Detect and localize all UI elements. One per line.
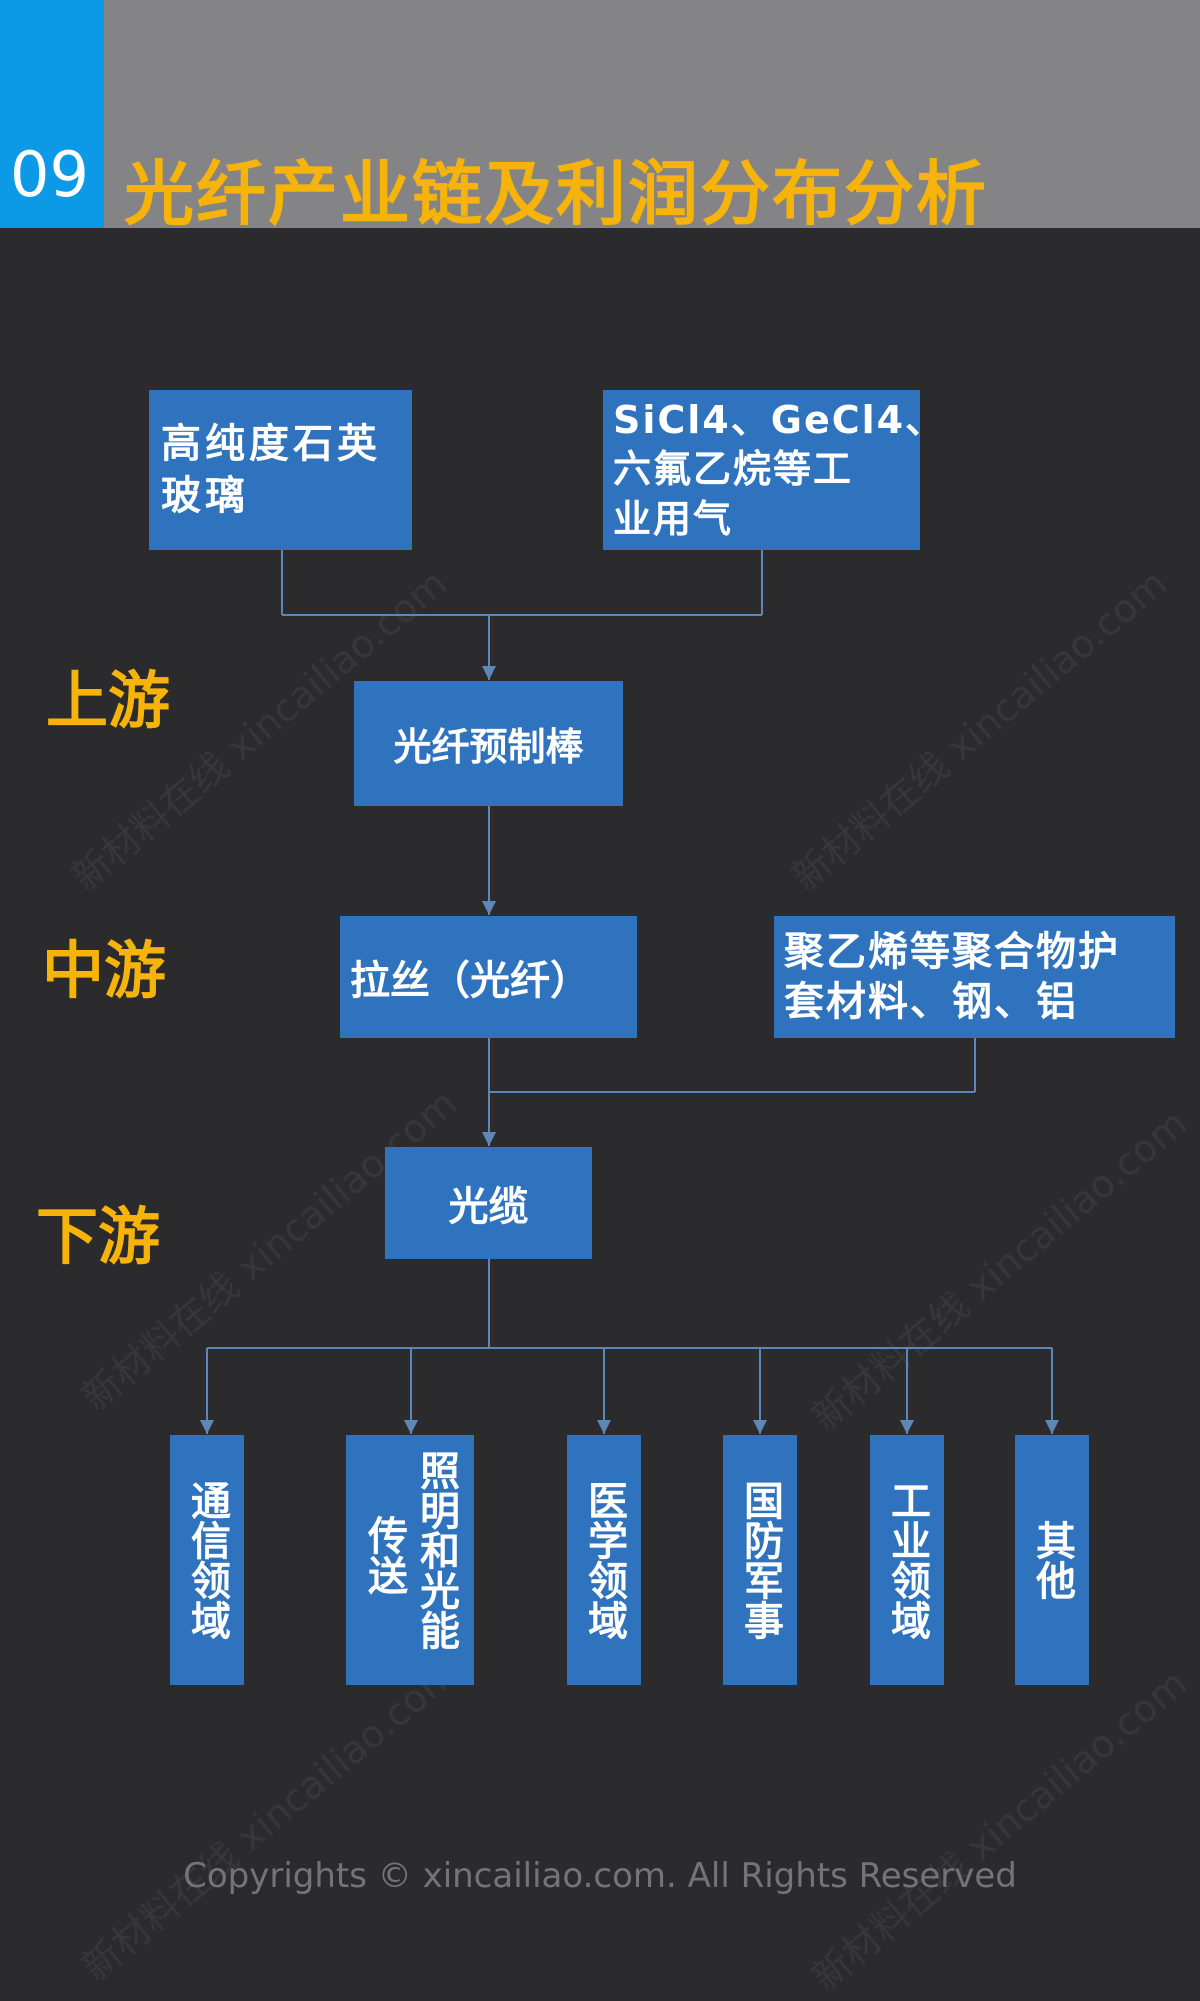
section-number: 09 [10,138,89,211]
app-medical: 医学领域 [567,1435,641,1685]
node-text-line: 六氟乙烷等工 [613,447,854,492]
app-label: 通信领域 [184,1480,230,1640]
node-quartz-glass: 高纯度石英 玻璃 [149,390,412,550]
node-text-line: SiCl4、GeCl4、 [613,397,946,442]
app-label: 医学领域 [581,1480,627,1640]
app-defense: 国防军事 [723,1435,797,1685]
stage-label-downstream: 下游 [36,1200,161,1273]
node-preform: 光纤预制棒 [354,681,623,806]
node-text-line: 聚乙烯等聚合物护 [784,929,1120,975]
node-cable: 光缆 [385,1147,592,1259]
copyright-footer: Copyrights © xincailiao.com. All Rights … [183,1856,1017,1896]
node-text-line: 高纯度石英 [161,421,381,467]
app-industrial: 工业领域 [870,1435,944,1685]
app-other: 其他 [1015,1435,1089,1685]
app-communications: 通信领域 [170,1435,244,1685]
node-industrial-gas: SiCl4、GeCl4、 六氟乙烷等工 业用气 [603,390,943,550]
header-band [0,0,1200,228]
app-label: 传送 [361,1515,407,1595]
node-preform-label: 光纤预制棒 [393,725,584,769]
node-industrial-gas-text: SiCl4、GeCl4、 六氟乙烷等工 业用气 [613,396,945,544]
app-label: 国防军事 [737,1480,783,1640]
app-label: 照明和光能 [413,1450,459,1650]
node-quartz-glass-text: 高纯度石英 玻璃 [161,418,381,522]
node-text-line: 套材料、钢、铝 [784,979,1078,1025]
section-number-block [0,0,104,228]
node-sheath-materials: 聚乙烯等聚合物护 套材料、钢、铝 [774,916,1175,1038]
stage-label-midstream: 中游 [42,934,167,1007]
app-lighting-energy: 照明和光能 传送 [346,1435,474,1685]
node-text-line: 业用气 [613,496,734,541]
node-text-line: 玻璃 [161,473,249,519]
app-label: 其他 [1029,1520,1075,1600]
node-drawing-label: 拉丝（光纤） [350,958,590,1004]
node-drawing: 拉丝（光纤） [340,916,637,1038]
flow-connectors [200,550,1059,1434]
page-title: 光纤产业链及利润分布分析 [124,153,988,235]
node-cable-label: 光缆 [448,1184,529,1230]
app-label: 工业领域 [884,1480,930,1640]
stage-label-upstream: 上游 [46,664,171,737]
node-sheath-materials-text: 聚乙烯等聚合物护 套材料、钢、铝 [784,927,1120,1027]
